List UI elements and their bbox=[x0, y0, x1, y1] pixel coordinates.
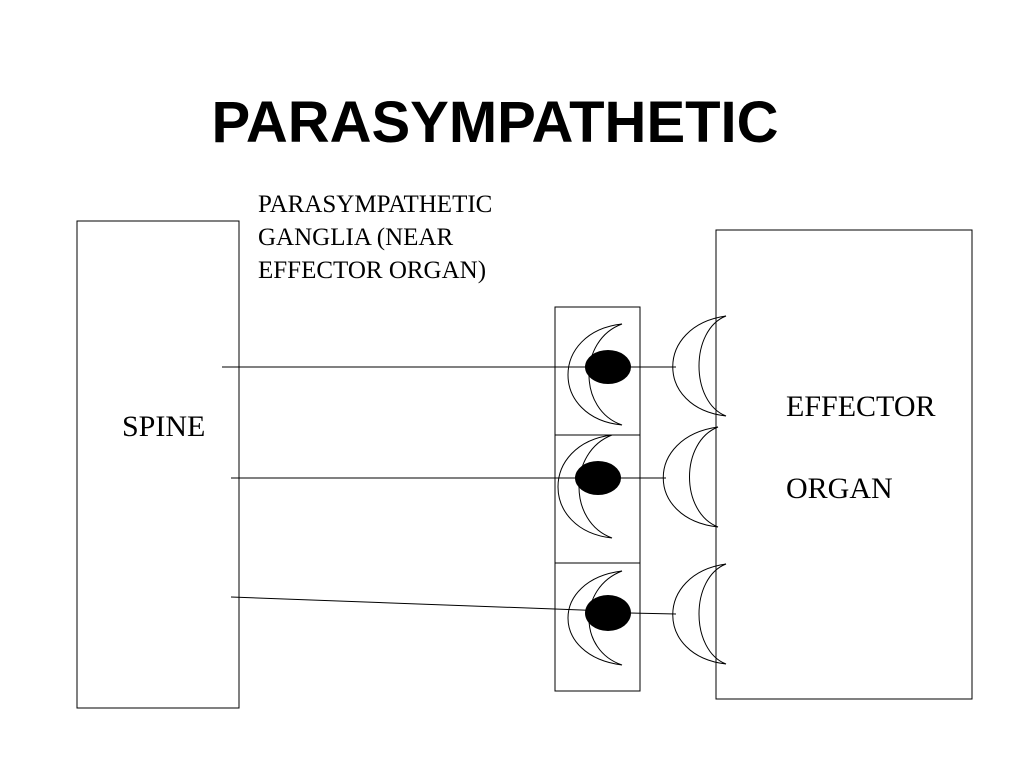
effector-receptor-1 bbox=[672, 315, 727, 417]
postganglionic-fiber-3 bbox=[629, 612, 677, 615]
ganglia-label-line-2: GANGLIA (NEAR bbox=[258, 224, 454, 251]
ganglion-cell-body-1 bbox=[585, 350, 631, 384]
effector-receptor-3 bbox=[672, 563, 727, 665]
ganglia-label: PARASYMPATHETIC GANGLIA (NEAR EFFECTOR O… bbox=[258, 188, 548, 287]
effector-receptor-2 bbox=[662, 426, 719, 528]
spine-box bbox=[76, 220, 240, 709]
effector-label-line-2: ORGAN bbox=[786, 472, 893, 505]
page-title: PARASYMPATHETIC bbox=[211, 90, 779, 155]
effector-organ-box bbox=[715, 229, 973, 700]
effector-label-line-1: EFFECTOR bbox=[786, 390, 936, 423]
preganglionic-fiber-3 bbox=[230, 596, 609, 612]
ganglion-cell-body-3 bbox=[585, 595, 631, 631]
ganglia-label-line-1: PARASYMPATHETIC bbox=[258, 191, 493, 218]
ganglion-cell-3 bbox=[554, 562, 641, 692]
spine-label: SPINE bbox=[122, 410, 206, 443]
ganglion-cell-2 bbox=[554, 434, 641, 564]
ganglia-label-line-3: EFFECTOR ORGAN) bbox=[258, 257, 487, 284]
ganglion-cell-body-2 bbox=[575, 461, 621, 495]
